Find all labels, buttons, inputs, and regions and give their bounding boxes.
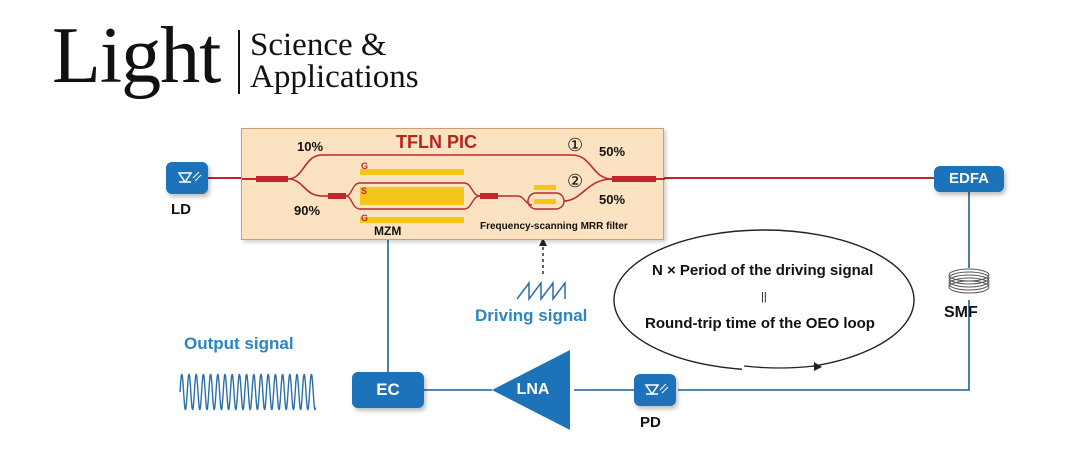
mrr-heater-top (534, 185, 556, 190)
smf-coil-icon (948, 268, 990, 294)
output-waveform (179, 373, 317, 411)
driving-signal-label: Driving signal (475, 306, 588, 325)
electrode-ground-top (360, 169, 464, 175)
split-top-label: 10% (297, 139, 324, 154)
pic-title: TFLN PIC (396, 132, 477, 152)
lna-amplifier-icon (492, 350, 570, 430)
photodiode-icon (177, 171, 202, 184)
smf-to-pd-fiber (678, 300, 970, 391)
annotation-arrow-head (814, 362, 822, 371)
annotation-arrow (743, 365, 815, 369)
annotation-line2: Round-trip time of the OEO loop (645, 315, 875, 332)
edfa-amplifier: EDFA (934, 166, 1004, 192)
logo-line2: Applications (250, 59, 419, 95)
logo-light-word: Light (52, 12, 221, 100)
pd-label: PD (640, 414, 661, 431)
ld-label: LD (171, 201, 191, 218)
path1-marker: ① (567, 135, 584, 155)
output-bottom-label: 50% (599, 192, 626, 207)
output-top-label: 50% (599, 144, 626, 159)
path2-marker: ② (567, 171, 584, 191)
split-bottom-label: 90% (294, 203, 321, 218)
mzm-label: MZM (374, 224, 402, 238)
laser-diode (166, 162, 208, 194)
photodetector (634, 374, 676, 406)
electrode-label-g-bottom: G (361, 213, 369, 223)
sawtooth-waveform (516, 280, 566, 302)
electrical-coupler: EC (352, 372, 424, 408)
edfa-label: EDFA (948, 170, 989, 187)
mrr-filter-label: Frequency-scanning MRR filter (480, 221, 628, 232)
electrode-label-g-top: G (361, 161, 369, 171)
annotation-line1: N × Period of the driving signal (652, 262, 874, 279)
photodetector-icon (644, 383, 669, 396)
logo-line1: Science & (250, 27, 387, 63)
electrode-signal (360, 187, 464, 205)
logo-divider (238, 30, 240, 94)
output-signal-label: Output signal (184, 334, 294, 353)
lna-label: LNA (516, 381, 550, 398)
electrode-label-s: S (361, 186, 368, 196)
mrr-heater-bottom (534, 199, 556, 204)
smf-label: SMF (944, 304, 978, 321)
ec-label: EC (376, 380, 400, 399)
annotation-equals: || (761, 291, 767, 303)
pic-internals (242, 154, 665, 223)
driving-arrow-head (539, 238, 547, 246)
tfln-pic-chip: TFLN PIC 10% 90% 50% 50% ① ② G S G MZM F… (241, 128, 665, 240)
electrode-ground-bottom (360, 217, 464, 223)
